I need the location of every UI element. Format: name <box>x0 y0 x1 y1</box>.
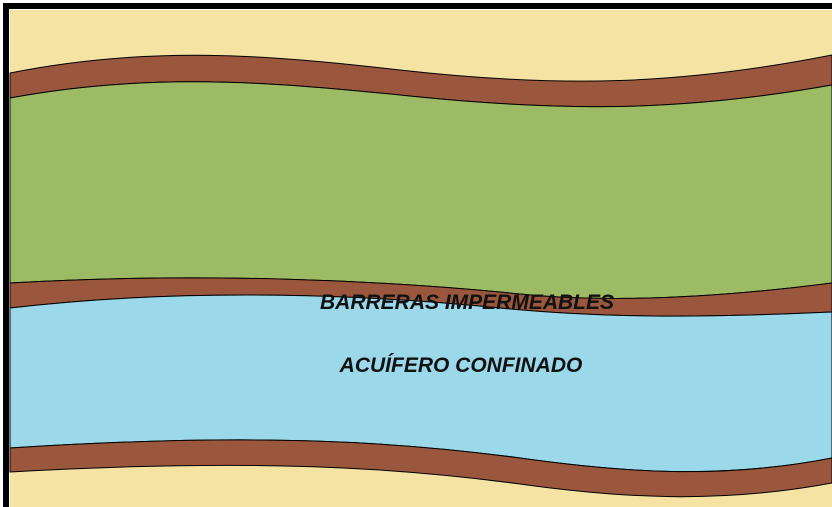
bottom-impermeable-barrier <box>9 439 832 498</box>
green-layer <box>9 81 832 300</box>
aquifer-label: ACUÍFERO CONFINADO <box>339 354 583 377</box>
barriers-label: BARRERAS IMPERMEABLES <box>320 291 614 314</box>
diagram-frame <box>3 3 832 507</box>
